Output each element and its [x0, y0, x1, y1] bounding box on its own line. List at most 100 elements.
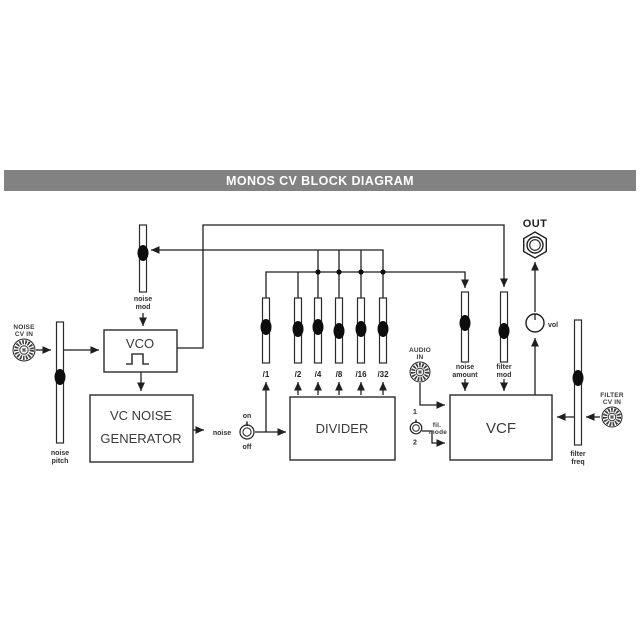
slider-label-line2: mod [497, 372, 512, 379]
vcf-box: VCF [449, 394, 553, 461]
divider-outline [289, 396, 396, 461]
noise-signal-label: noise [213, 430, 231, 437]
wires [36, 224, 600, 447]
vc-noise-generator-box: VC NOISE GENERATOR [89, 394, 194, 463]
jack-label-line1: AUDIO [409, 347, 431, 354]
slider-handle [498, 323, 510, 339]
slider-div2: /2 [292, 297, 304, 379]
out-jack: OUT [523, 218, 547, 259]
slider-label-line1: filter [570, 451, 585, 458]
slider-div8: /8 [333, 297, 345, 379]
jack-label-line1: FILTER [600, 392, 624, 399]
knob-body [525, 313, 545, 333]
slider-div16: /16 [355, 297, 367, 379]
slider-handle [312, 319, 324, 335]
filmode-label-line2: mode [429, 429, 447, 436]
out-ring-outer [526, 236, 544, 254]
vco-outline [103, 329, 178, 373]
noise-cv-in-jack: NOISE CV IN [12, 324, 36, 362]
slider-handle [54, 369, 66, 385]
divider-output-label: /1 [263, 370, 270, 379]
slider-label-line1: noise [456, 364, 474, 371]
slider-label-line1: noise [51, 450, 69, 457]
vol-knob: vol [525, 313, 558, 333]
divider-output-label: /16 [355, 370, 367, 379]
noisegen-label-line1: VC NOISE [110, 408, 172, 423]
slider-label-line1: noise [134, 296, 152, 303]
divider-output-label: /2 [295, 370, 302, 379]
switch-ring [242, 427, 252, 437]
jack-star [21, 347, 27, 353]
wire-filmode-to-vcf [422, 430, 445, 447]
slider-noise-pitch: noise pitch [51, 321, 69, 465]
slider-noise-amount: noise amount [452, 291, 478, 379]
wire-bus-to-noiseamount [265, 271, 469, 298]
switch-body [409, 421, 423, 435]
divider-output-label: /8 [336, 370, 343, 379]
vol-label: vol [548, 322, 558, 329]
title-bar-bg [4, 170, 636, 191]
jack-star [609, 414, 615, 420]
jack-label-line2: IN [417, 354, 424, 361]
diagram-title: MONOS CV BLOCK DIAGRAM [226, 174, 414, 188]
out-ring-inner [529, 239, 541, 251]
slider-handle [292, 321, 304, 337]
filter-cv-in-jack: FILTER CV IN [600, 392, 624, 428]
slider-handle [355, 321, 367, 337]
slider-div4: /4 [312, 297, 324, 379]
jack-label-line2: CV IN [15, 331, 33, 338]
wire-vco-to-filtermod [177, 224, 508, 349]
filter-mode-switch: 1 2 fil. mode [409, 409, 447, 447]
noise-on-off-switch: on off noise [213, 413, 255, 451]
junction-dot [336, 269, 342, 275]
slider-noise-mod: noise mod [134, 224, 152, 311]
divider-box: DIVIDER [289, 396, 396, 461]
switch-on-label: on [243, 413, 252, 420]
slider-handle [260, 319, 272, 335]
switch-ring [412, 424, 420, 432]
jack-knurl [14, 340, 34, 360]
vco-label: VCO [126, 336, 154, 351]
junction-dot [380, 269, 386, 275]
wire-bus-to-noisemod [151, 246, 384, 298]
slider-label-line2: pitch [52, 458, 69, 465]
divider-label: DIVIDER [316, 421, 369, 436]
slider-label-line2: amount [452, 372, 478, 379]
junction-dot [358, 269, 364, 275]
switch-off-label: off [243, 444, 253, 451]
slider-filter-freq: filter freq [570, 319, 586, 466]
noisegen-label-line2: GENERATOR [100, 431, 181, 446]
switch-pos1-label: 1 [413, 409, 417, 416]
divider-output-label: /32 [377, 370, 389, 379]
slider-handle [572, 370, 584, 386]
square-wave-icon [126, 353, 149, 365]
filmode-label-line1: fil. [433, 422, 441, 429]
slider-filter-mod: filter mod [496, 291, 512, 379]
junction-dot [315, 269, 321, 275]
noisegen-outline [89, 394, 194, 463]
jack-star [417, 369, 423, 375]
audio-in-jack: AUDIO IN [409, 347, 431, 383]
wire-audioin-to-vcf [419, 383, 445, 409]
slider-handle [377, 321, 389, 337]
jack-knurl [410, 362, 430, 382]
slider-label-line2: mod [136, 304, 151, 311]
vcf-outline [449, 394, 553, 461]
slider-handle [333, 323, 345, 339]
divider-output-label: /4 [315, 370, 322, 379]
slider-div1: /1 [260, 297, 272, 379]
slider-label-line1: filter [496, 364, 511, 371]
switch-pos2-label: 2 [413, 440, 417, 447]
out-label: OUT [523, 218, 547, 230]
vcf-label: VCF [486, 420, 516, 437]
jack-label-line2: CV IN [603, 399, 621, 406]
title-bar: MONOS CV BLOCK DIAGRAM [4, 170, 636, 191]
slider-label-line2: freq [571, 459, 584, 466]
jack-knurl [602, 407, 622, 427]
slider-div32: /32 [377, 297, 389, 379]
switch-body [239, 424, 255, 440]
slider-handle [459, 315, 471, 331]
jack-label-line1: NOISE [13, 324, 35, 331]
